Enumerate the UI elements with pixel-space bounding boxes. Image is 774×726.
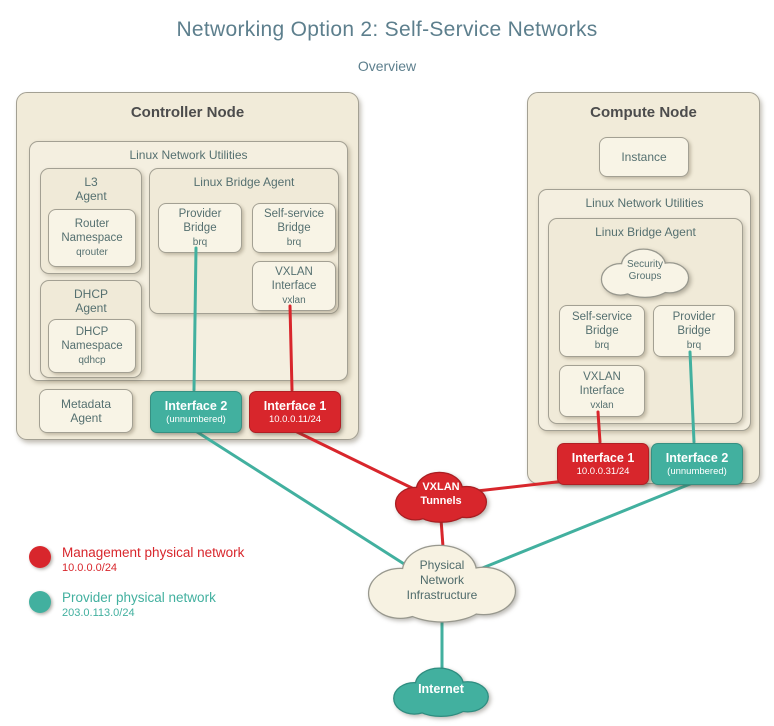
- compute-interface-1-sub: 10.0.0.31/24: [576, 466, 630, 477]
- controller-interface-2: Interface 2 (unnumbered): [150, 391, 242, 433]
- security-groups-cloud: Security Groups: [599, 243, 691, 299]
- compute-self-service-bridge-box: Self-service Bridge brq: [559, 305, 645, 357]
- controller-self-service-bridge-sub: brq: [286, 236, 302, 248]
- page-title: Networking Option 2: Self-Service Networ…: [176, 18, 598, 41]
- compute-interface-1-label: Interface 1: [571, 451, 635, 465]
- internet-cloud: Internet: [391, 662, 491, 718]
- compute-linux-network-utilities: Linux Network Utilities Linux Bridge Age…: [538, 189, 751, 431]
- router-namespace-sub: qrouter: [76, 246, 108, 258]
- compute-provider-bridge-label: Provider Bridge: [672, 311, 716, 337]
- compute-interface-2-sub: (unnumbered): [667, 466, 727, 477]
- management-network-subnet: 10.0.0.0/24: [62, 562, 118, 574]
- vxlan-tunnels-cloud: VXLAN Tunnels: [393, 466, 489, 524]
- compute-linux-bridge-agent: Linux Bridge Agent Security Groups: [548, 218, 743, 424]
- compute-lba-label: Linux Bridge Agent: [595, 225, 696, 239]
- controller-interface-1: Interface 1 10.0.0.11/24: [249, 391, 341, 433]
- metadata-agent-box: Metadata Agent: [39, 389, 133, 433]
- provider-network-label: Provider physical network: [62, 590, 216, 605]
- dhcp-namespace-label: DHCP Namespace: [61, 326, 123, 352]
- controller-lnu-label: Linux Network Utilities: [129, 148, 248, 162]
- compute-interface-1: Interface 1 10.0.0.31/24: [557, 443, 649, 485]
- dhcp-agent-label: DHCP Agent: [73, 287, 108, 316]
- controller-linux-bridge-agent: Linux Bridge Agent Provider Bridge brq S…: [149, 168, 339, 314]
- controller-interface-2-sub: (unnumbered): [166, 414, 226, 425]
- management-network-legend: Management physical network 10.0.0.0/24: [62, 545, 244, 574]
- management-network-label: Management physical network: [62, 545, 245, 560]
- controller-provider-bridge-sub: brq: [192, 236, 208, 248]
- controller-vxlan-interface-sub: vxlan: [282, 294, 306, 306]
- compute-vxlan-interface-box: VXLAN Interface vxlan: [559, 365, 645, 417]
- provider-network-subnet: 203.0.113.0/24: [62, 607, 135, 619]
- controller-lba-label: Linux Bridge Agent: [193, 175, 295, 189]
- controller-provider-bridge-label: Provider Bridge: [178, 208, 222, 234]
- controller-linux-network-utilities: Linux Network Utilities L3 Agent Router …: [29, 141, 348, 381]
- instance-box: Instance: [599, 137, 689, 177]
- physical-network-cloud: Physical Network Infrastructure: [364, 535, 520, 625]
- vxlan-tunnels-label: VXLAN Tunnels: [420, 481, 462, 507]
- cloud-shape: [364, 535, 520, 625]
- compute-self-service-bridge-sub: brq: [594, 339, 610, 351]
- router-namespace-box: Router Namespace qrouter: [48, 209, 136, 267]
- instance-label: Instance: [621, 149, 667, 164]
- cloud-shape: [391, 662, 491, 718]
- provider-network-dot: [29, 591, 51, 613]
- security-groups-label: Security Groups: [626, 258, 664, 283]
- metadata-agent-label: Metadata Agent: [60, 396, 112, 425]
- controller-interface-1-sub: 10.0.0.11/24: [268, 414, 322, 425]
- compute-interface-2-label: Interface 2: [665, 451, 729, 465]
- compute-lnu-label: Linux Network Utilities: [585, 196, 704, 210]
- cloud-shape: [599, 243, 691, 299]
- controller-node: Controller Node Linux Network Utilities …: [16, 92, 359, 440]
- internet-label: Internet: [418, 682, 464, 697]
- router-namespace-label: Router Namespace: [61, 218, 123, 244]
- page-subtitle: Overview: [357, 58, 417, 74]
- physical-network-label: Physical Network Infrastructure: [406, 557, 478, 602]
- controller-provider-bridge-box: Provider Bridge brq: [158, 203, 242, 253]
- dhcp-namespace-box: DHCP Namespace qdhcp: [48, 319, 136, 373]
- compute-provider-bridge-sub: brq: [686, 339, 702, 351]
- controller-self-service-bridge-box: Self-service Bridge brq: [252, 203, 336, 253]
- management-network-dot: [29, 546, 51, 568]
- compute-vxlan-interface-sub: vxlan: [590, 399, 614, 411]
- compute-node: Compute Node Instance Linux Network Util…: [527, 92, 760, 485]
- controller-vxlan-interface-box: VXLAN Interface vxlan: [252, 261, 336, 311]
- compute-self-service-bridge-label: Self-service Bridge: [571, 311, 633, 337]
- controller-self-service-bridge-label: Self-service Bridge: [263, 208, 325, 234]
- compute-vxlan-interface-label: VXLAN Interface: [579, 371, 625, 397]
- l3-agent-label: L3 Agent: [75, 175, 107, 204]
- dhcp-namespace-sub: qdhcp: [78, 354, 106, 366]
- dhcp-agent-box: DHCP Agent DHCP Namespace qdhcp: [40, 280, 142, 378]
- controller-interface-2-label: Interface 2: [164, 399, 228, 413]
- controller-node-title: Controller Node: [130, 104, 245, 121]
- provider-network-legend: Provider physical network 203.0.113.0/24: [62, 590, 216, 619]
- controller-vxlan-interface-label: VXLAN Interface: [271, 266, 317, 292]
- controller-interface-1-label: Interface 1: [263, 399, 327, 413]
- l3-agent-box: L3 Agent Router Namespace qrouter: [40, 168, 142, 274]
- compute-provider-bridge-box: Provider Bridge brq: [653, 305, 735, 357]
- compute-node-title: Compute Node: [590, 104, 697, 121]
- compute-interface-2: Interface 2 (unnumbered): [651, 443, 743, 485]
